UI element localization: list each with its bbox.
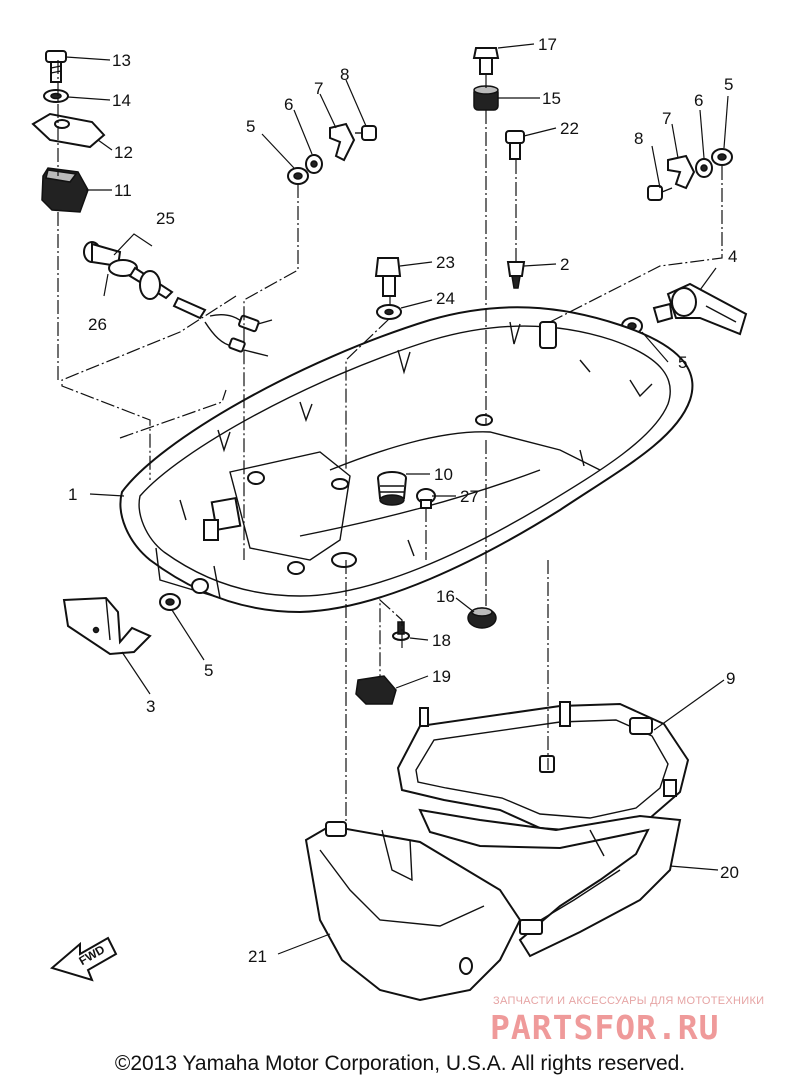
callout-10: 10 (434, 465, 453, 484)
callout-19: 19 (432, 667, 451, 686)
callout-7b: 7 (662, 109, 671, 128)
callout-26: 26 (88, 315, 107, 334)
callout-8b: 8 (634, 129, 643, 148)
part-19-pad[interactable] (355, 675, 397, 705)
part-24-washer[interactable] (376, 304, 402, 320)
part-4-shift-lever[interactable] (652, 282, 748, 336)
part-20-lower-cover[interactable] (418, 808, 682, 958)
part-8-screw-right[interactable] (647, 185, 673, 201)
part-17-bolt[interactable] (472, 47, 500, 75)
part-6-washer-right[interactable] (695, 158, 713, 178)
part-12-bracket[interactable] (31, 112, 106, 149)
callout-21: 21 (248, 947, 267, 966)
callout-9: 9 (726, 669, 735, 688)
callout-16: 16 (436, 587, 455, 606)
part-3-bracket[interactable] (62, 596, 152, 656)
callout-27: 27 (460, 487, 479, 506)
part-15-grommet[interactable] (473, 85, 499, 111)
part-9-seal-frame[interactable] (396, 701, 690, 834)
part-10-grommet[interactable] (377, 471, 407, 506)
callout-22: 22 (560, 119, 579, 138)
watermark-logo: PARTSFOR.RU (490, 1008, 720, 1047)
callout-bracket-25 (113, 233, 153, 256)
part-13-bolt[interactable] (45, 50, 67, 83)
part-7-clip-left-top[interactable] (329, 122, 356, 162)
part-6-washer-left-top[interactable] (305, 154, 323, 174)
part-8-screw-left-top[interactable] (355, 125, 377, 141)
part-5-grommet-right-top[interactable] (711, 148, 733, 166)
callout-11: 11 (114, 181, 132, 200)
part-26-neutral-switch[interactable] (204, 314, 273, 357)
callout-2: 2 (560, 255, 569, 274)
part-16-grommet[interactable] (467, 607, 497, 629)
callout-25: 25 (156, 209, 175, 228)
callout-5c: 5 (678, 353, 687, 372)
part-25-shift-rod-assembly[interactable] (83, 241, 207, 320)
callout-17: 17 (538, 35, 557, 54)
callout-5b: 5 (724, 75, 733, 94)
part-22-plug[interactable] (505, 130, 525, 160)
part-7-clip-right[interactable] (667, 154, 696, 190)
callout-12: 12 (114, 143, 133, 162)
callout-13: 13 (112, 51, 131, 70)
part-21-lower-cover[interactable] (304, 821, 522, 1002)
callout-labels: 1 2 3 4 5 5 5 5 6 6 7 7 8 8 9 10 11 12 1… (68, 35, 739, 966)
callout-8a: 8 (340, 65, 349, 84)
callout-4: 4 (728, 247, 737, 266)
assembly-lines (57, 74, 723, 822)
callout-7a: 7 (314, 79, 323, 98)
callout-leaders (65, 43, 729, 955)
callout-6b: 6 (694, 91, 703, 110)
watermark-subtitle: ЗАПЧАСТИ И АКСЕССУАРЫ ДЛЯ МОТОТЕХНИКИ (493, 995, 765, 1007)
callout-18: 18 (432, 631, 451, 650)
part-5-grommet-left-top[interactable] (287, 167, 309, 185)
part-5-grommet-lower-left[interactable] (159, 593, 181, 611)
callout-3: 3 (146, 697, 155, 716)
part-11-damper[interactable] (41, 167, 89, 213)
part-1-bottom-cowling[interactable] (119, 306, 694, 614)
part-14-washer[interactable] (43, 89, 69, 103)
callout-1: 1 (68, 485, 77, 504)
callout-14: 14 (112, 91, 131, 110)
copyright-notice: ©2013 Yamaha Motor Corporation, U.S.A. A… (114, 1052, 686, 1075)
part-2-clip[interactable] (506, 261, 526, 289)
fwd-direction-arrow: FWD (49, 936, 118, 982)
callout-15: 15 (542, 89, 561, 108)
callout-20: 20 (720, 863, 739, 882)
callout-23: 23 (436, 253, 455, 272)
part-23-bolt[interactable] (374, 257, 402, 297)
callout-5a: 5 (246, 117, 255, 136)
callout-5d: 5 (204, 661, 213, 680)
part-18-screw[interactable] (392, 621, 410, 641)
callout-6a: 6 (284, 95, 293, 114)
callout-24: 24 (436, 289, 455, 308)
